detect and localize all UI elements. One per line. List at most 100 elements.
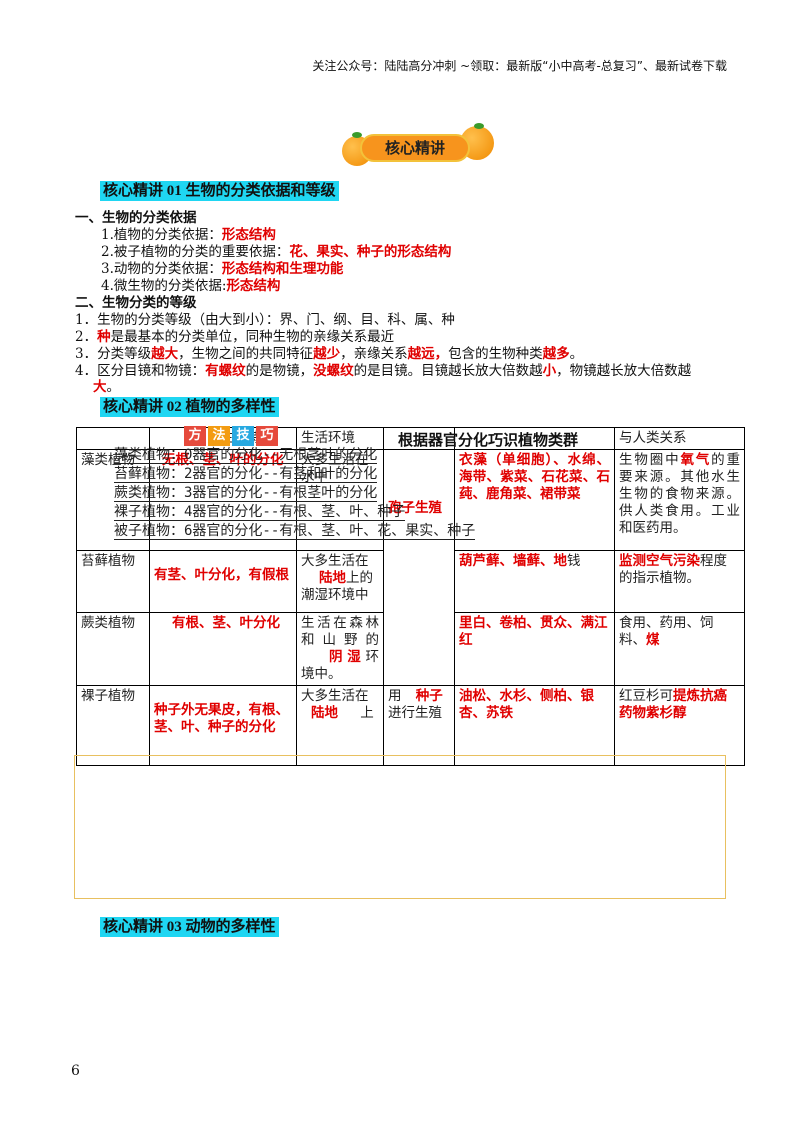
basis-item-1: 1.植物的分类依据：形态结构 (101, 226, 276, 244)
plant-table: 主要特征 生活环境 与人类关系 藻类植物 无根、茎、叶的分化 大多生活在水中 孢… (76, 427, 745, 766)
text: 红豆杉可 (619, 688, 673, 704)
env-cell: 大多生活在 陆地 上 (296, 685, 384, 766)
overlay-line: 被子植物：6器官的分化--有根、茎、叶、花、果实、种子 (114, 522, 476, 541)
text: ，亲缘关系 (340, 346, 408, 362)
label: 2.被子植物的分类的重要依据： (101, 244, 290, 260)
text: 苔藓植物：2器官的分化--有茎和叶的分化 (114, 466, 378, 483)
row-name: 苔藓植物 (76, 550, 150, 613)
text: 进行生殖 (388, 705, 442, 721)
core-badge: 核心精讲 (342, 123, 494, 168)
answer: 煤 (646, 632, 660, 648)
answer: 监测空气污染 (619, 553, 700, 569)
text: 3．分类等级 (75, 346, 152, 362)
text: ，物镜越长放大倍数越 (556, 363, 692, 379)
leaf-icon (352, 132, 362, 138)
answer: 有螺纹 (205, 363, 246, 379)
badge-pill (360, 134, 470, 162)
levels-item-4-cont: 大。 (93, 378, 120, 396)
text: 。 (106, 379, 121, 395)
answer: 陆地 (319, 570, 346, 586)
answer: 阴湿 (329, 649, 366, 665)
examples-cell: 油松、水杉、侧柏、银杏、苏铁 (454, 685, 615, 766)
overlay-line: 藻类植物：0器官的分化--无根茎叶的分化 (114, 446, 475, 465)
text: 钱 (567, 553, 581, 569)
text: 环境中。 (301, 649, 379, 682)
text: 蕨类植物：3器官的分化--有根茎叶的分化 (114, 485, 378, 502)
text: 程度的指示植物。 (619, 553, 727, 586)
answer: 形态结构和生理功能 (221, 261, 344, 277)
examples-cell: 衣藻（单细胞）、水绵、海带、紫菜、石花菜、石莼、鹿角菜、裙带菜 (454, 449, 615, 551)
text: 大多生活在水中 (301, 452, 369, 485)
text: 大多生活在 (301, 688, 369, 704)
answer: 形态结构 (226, 278, 281, 294)
method-char: 技 (232, 426, 254, 446)
method-char: 法 (208, 426, 230, 446)
text: 被子植物：6器官的分化--有根、茎、叶、花、果实、种子 (114, 523, 476, 540)
text: 的是目镜。目镜越长放大倍数越 (353, 363, 543, 379)
heading-levels: 二、生物分类的等级 (75, 295, 197, 311)
repro-cell: 用 种子进行生殖 (383, 685, 455, 766)
table-row: 蕨类植物 有根、茎、叶分化 生活在森林和山野的 阴湿环境中。 里白、卷柏、贯众、… (76, 612, 745, 686)
text: 藻类植物：0器官的分化--无根茎叶的分化 (114, 447, 378, 464)
answer: 小 (542, 363, 557, 379)
tip-box (74, 755, 726, 899)
text: ，生物之间的共同特征 (178, 346, 314, 362)
env-cell: 大多生活在水中 (296, 449, 384, 551)
text: 的重要来源。其他水生生物的食物来源。供人类食用。工业和医药用。 (619, 452, 741, 536)
section-title-1: 核心精讲 01 生物的分类依据和等级 (100, 181, 339, 201)
answer: 越大 (151, 346, 179, 362)
table-row: 苔藓植物 有茎、叶分化，有假根 大多生活在 陆地上的潮湿环境中 葫芦藓、墙藓、地… (76, 550, 745, 613)
overlay-line: 裸子植物：4器官的分化--有根、茎、叶、种子 (114, 503, 475, 522)
page-number: 6 (71, 1063, 80, 1079)
feature-cell: 有根、茎、叶分化 (149, 612, 297, 686)
overlay-lines: 藻类植物：0器官的分化--无根茎叶的分化 苔藓植物：2器官的分化--有茎和叶的分… (114, 446, 476, 541)
relation-cell: 监测空气污染程度的指示植物。 (614, 550, 745, 613)
text: 4．区分目镜和物镜： (75, 363, 206, 379)
env-cell: 生活在森林和山野的 阴湿环境中。 (296, 612, 384, 686)
answer: 衣藻（单细胞）、水绵、海带、紫菜、石花菜、石莼、鹿角菜、裙带菜 (459, 452, 610, 502)
relation-cell: 红豆杉可提炼抗癌药物紫杉醇 (614, 685, 745, 766)
answer: 种子 (415, 688, 443, 704)
text: 用 (388, 688, 402, 704)
basis-item-4: 4.微生物的分类依据:形态结构 (101, 277, 280, 295)
text: 。 (569, 346, 584, 362)
table-row: 裸子植物 种子外无果皮，有根、茎、叶、种子的分化 大多生活在 陆地 上 用 种子… (76, 685, 745, 766)
row-name: 裸子植物 (76, 685, 150, 766)
answer: 孢子生殖 (388, 500, 442, 516)
answer: 陆地 (311, 705, 338, 721)
header-cell: 与人类关系 (614, 427, 745, 450)
examples-cell: 里白、卷柏、贯众、满江红 (454, 612, 615, 686)
answer: 没螺纹 (313, 363, 354, 379)
text: 生物圈中 (619, 452, 681, 468)
answer: 越少 (313, 346, 341, 362)
feature-cell: 种子外无果皮，有根、茎、叶、种子的分化 (149, 685, 297, 766)
answer: 提炼抗癌药物紫杉醇 (619, 688, 727, 721)
feature-cell: 有茎、叶分化，有假根 (149, 550, 297, 613)
heading-basis: 一、生物的分类依据 (75, 210, 197, 226)
basis-item-3: 3.动物的分类依据：形态结构和生理功能 (101, 260, 343, 278)
text: 食用、药用、饲料、 (619, 615, 714, 648)
answer: 氧气 (680, 452, 712, 468)
answer: 形态结构 (221, 227, 276, 243)
page-header: 关注公众号：陆陆高分冲刺 ~领取：最新版“小中高考-总复习”、最新试卷下载 (312, 59, 727, 73)
overlay-title: 根据器官分化巧识植物类群 (398, 431, 579, 449)
method-tips-badge: 方法技巧 (184, 424, 280, 446)
text: 上的潮湿环境中 (301, 570, 373, 603)
answer: 种 (97, 329, 111, 345)
env-cell: 大多生活在 陆地上的潮湿环境中 (296, 550, 384, 613)
relation-cell: 食用、药用、饲料、煤 (614, 612, 745, 686)
answer: 大 (93, 379, 107, 395)
answer: 种子外无果皮，有根、茎、叶、种子的分化 (154, 702, 289, 735)
leaf-icon (474, 123, 484, 129)
label: 3.动物的分类依据： (101, 261, 222, 277)
overlay-line: 苔藓植物：2器官的分化--有茎和叶的分化 (114, 465, 475, 484)
header-cell: 生活环境 (296, 427, 384, 450)
examples-cell: 葫芦藓、墙藓、地钱 (454, 550, 615, 613)
relation-cell: 生物圈中氧气的重要来源。其他水生生物的食物来源。供人类食用。工业和医药用。 (614, 449, 745, 551)
levels-item-2: 2．种是最基本的分类单位，同种生物的亲缘关系最近 (75, 328, 394, 346)
label: 1.植物的分类依据： (101, 227, 222, 243)
num: 2． (75, 329, 98, 345)
answer: 有茎、叶分化，有假根 (154, 567, 289, 583)
section-title-2: 核心精讲 02 植物的多样性 (100, 397, 279, 417)
row-name: 藻类植物 (76, 449, 150, 551)
